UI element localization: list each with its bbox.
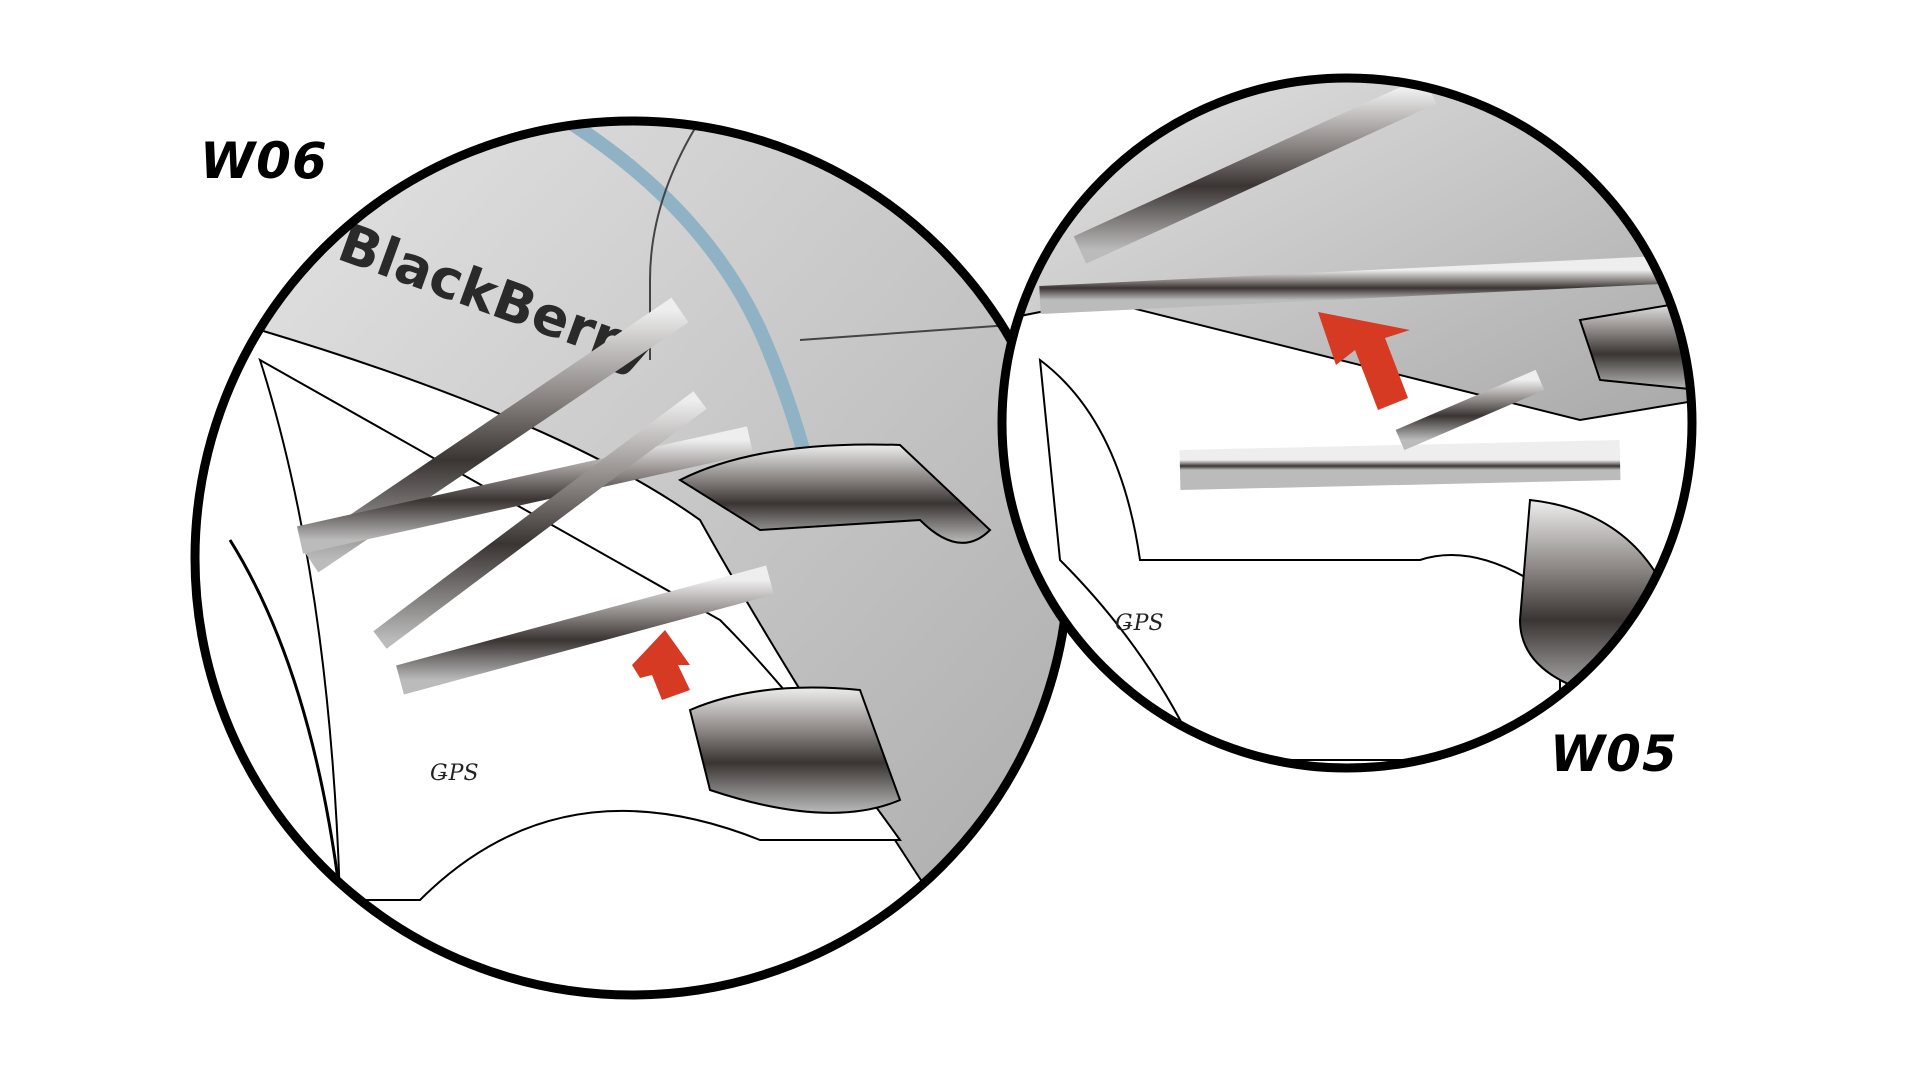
w06-detail: BlackBerry ǤPS	[195, 121, 1069, 995]
panel-label-w05: W05	[1550, 725, 1678, 783]
w05-circle-frame	[997, 73, 1697, 773]
panel-label-w06: W06	[200, 132, 328, 190]
red-arrow	[1318, 312, 1410, 410]
artist-signature: ǤPS	[430, 761, 479, 786]
artist-signature: ǤPS	[1115, 611, 1164, 636]
w05-detail: ǤPS	[1002, 78, 1692, 768]
red-arrow	[632, 630, 690, 700]
